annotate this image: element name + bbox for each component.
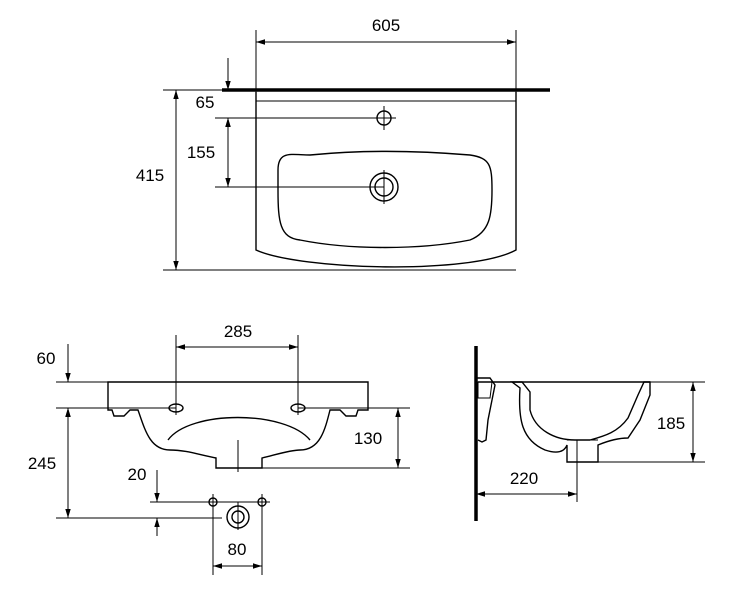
dim-60-label: 60 xyxy=(37,349,56,368)
dim-80-label: 80 xyxy=(228,540,247,559)
dim-605-label: 605 xyxy=(372,16,400,35)
dim-285-label: 285 xyxy=(224,322,252,341)
dim-65-label: 65 xyxy=(196,93,215,112)
top-inner-bowl xyxy=(277,150,493,249)
side-view: 185 220 xyxy=(474,346,705,521)
dim-130-label: 130 xyxy=(354,429,382,448)
dim-20-label: 20 xyxy=(128,465,147,484)
dim-155-label: 155 xyxy=(187,143,215,162)
side-wall-bracket xyxy=(476,377,496,443)
dim-185-label: 185 xyxy=(657,414,685,433)
side-basin-section xyxy=(509,381,651,463)
dim-245-label: 245 xyxy=(28,454,56,473)
dim-220-label: 220 xyxy=(510,469,538,488)
top-view: 605 415 65 155 xyxy=(136,16,550,271)
top-basin-outline xyxy=(255,92,517,268)
dim-415-label: 415 xyxy=(136,166,164,185)
front-view: 285 60 245 130 20 80 xyxy=(28,322,410,575)
front-bowl-arc xyxy=(167,416,311,441)
